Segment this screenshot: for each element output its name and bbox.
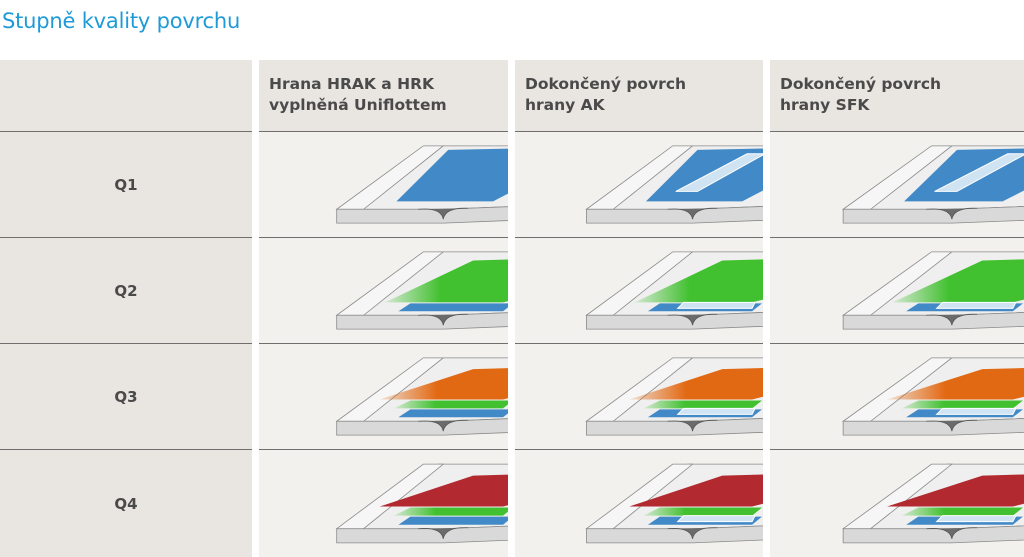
drywall-boards [585,357,763,436]
blue-coat-layer [398,303,508,312]
row-label-text: Q4 [114,494,138,513]
row-label-q4: Q4 [0,450,252,557]
row-label-q2: Q2 [0,238,252,344]
blue-coat-layer [396,148,508,202]
drywall-boards [335,357,508,436]
green-coat-layer [643,507,763,516]
cell-q2-col1 [259,238,508,344]
orange-coat-layer [629,367,763,400]
board-illustration [841,145,1024,224]
header-corner [0,60,252,132]
joint-notch [418,527,469,539]
reinforcing-tape [676,407,756,415]
cell-q1-col3 [770,132,1024,238]
cell-q3-col3 [770,344,1024,450]
green-coat-layer [385,259,508,303]
green-coat-layer [643,400,763,409]
orange-coat-layer [379,368,508,400]
board-illustration [841,357,1024,436]
drywall-boards [335,251,508,330]
board-illustration [335,357,508,436]
blue-coat-layer [398,409,508,418]
row-label-q3: Q3 [0,344,252,450]
board-illustration [585,357,763,436]
board-illustration [841,251,1024,330]
reinforcing-tape [935,515,1017,523]
green-coat-layer [393,400,508,409]
joint-notch [418,419,469,432]
row-label-q1: Q1 [0,132,252,238]
cell-q2-col3 [770,238,1024,344]
joint-notch [667,419,718,432]
joint-notch [926,313,978,326]
cell-q1-col1 [259,132,508,238]
joint-notch [418,313,469,326]
reinforcing-tape [676,515,756,523]
red-coat-layer [887,474,1024,507]
cell-q2-col2 [515,238,763,344]
reinforcing-tape [675,153,763,192]
column-header-label: Dokončený povrch hrany AK [525,75,687,114]
joint-notch [667,527,718,539]
row-label-text: Q1 [114,175,138,194]
joint-notch [667,313,718,326]
joint-notch [926,419,978,432]
drywall-boards [841,463,1024,544]
drywall-boards [841,145,1024,224]
drywall-boards [841,357,1024,436]
board-illustration [585,251,763,330]
cell-q1-col2 [515,132,763,238]
green-coat-layer [634,259,763,303]
drywall-boards [585,463,763,544]
cell-q4-col1 [259,450,508,557]
cell-q3-col1 [259,344,508,450]
joint-notch [418,207,469,220]
board-illustration [335,463,508,544]
joint-notch [667,207,718,220]
red-coat-layer [629,474,763,507]
board-illustration [335,145,508,224]
board-illustration [585,463,763,544]
column-header-label: Dokončený povrch hrany SFK [780,75,942,114]
drywall-boards [335,145,508,224]
reinforcing-tape [934,153,1024,192]
joint-notch [926,207,978,220]
row-label-text: Q2 [114,281,138,300]
blue-coat-layer [398,516,508,525]
green-coat-layer [892,259,1024,303]
drywall-boards [585,145,763,224]
green-coat-layer [901,507,1023,516]
drywall-boards [585,251,763,330]
joint-notch [926,527,978,539]
drywall-boards [841,251,1024,330]
orange-coat-layer [887,367,1024,400]
page-title: Stupně kvality povrchu [2,9,241,33]
column-header-ak: Dokončený povrch hrany AK [515,60,763,132]
row-label-text: Q3 [114,387,138,406]
reinforcing-tape [676,301,756,309]
column-header-sfk: Dokončený povrch hrany SFK [770,60,1024,132]
column-header-label: Hrana HRAK a HRK vyplněná Uniflottem [269,75,447,114]
quality-grid: Hrana HRAK a HRK vyplněná Uniflottem Dok… [0,60,1024,557]
green-coat-layer [393,507,508,516]
board-illustration [585,145,763,224]
reinforcing-tape [935,301,1017,309]
red-coat-layer [379,474,508,507]
reinforcing-tape [935,407,1017,415]
board-illustration [841,463,1024,544]
drywall-boards [335,463,508,544]
cell-q4-col3 [770,450,1024,557]
green-coat-layer [901,400,1023,409]
board-illustration [335,251,508,330]
cell-q3-col2 [515,344,763,450]
column-header-hrak-hrk: Hrana HRAK a HRK vyplněná Uniflottem [259,60,508,132]
cell-q4-col2 [515,450,763,557]
